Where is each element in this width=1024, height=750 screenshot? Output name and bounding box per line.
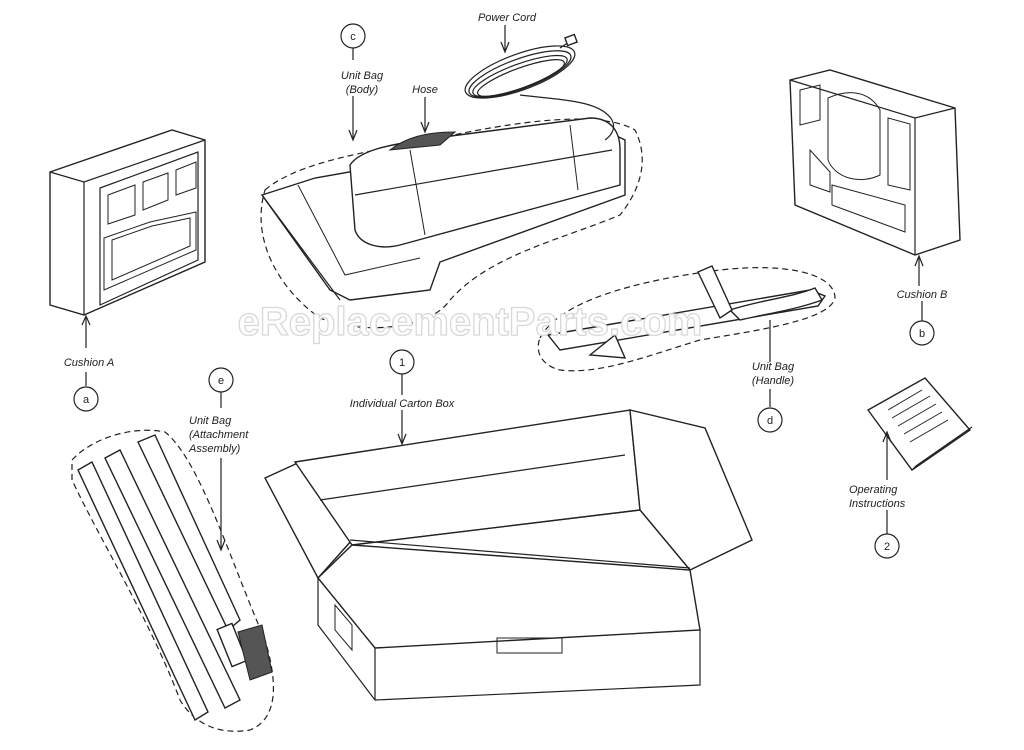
marker-a-circle — [73, 386, 99, 412]
marker-d: d — [767, 415, 773, 427]
marker-e: e — [218, 375, 224, 387]
marker-2: 2 — [884, 541, 890, 553]
label-unit-bag-attachment-line2: (Attachment — [189, 429, 249, 441]
label-unit-bag-handle-line2: (Handle) — [752, 375, 795, 387]
unit-bag-attachment-drawing — [71, 429, 275, 732]
marker-1: 1 — [399, 357, 405, 369]
marker-c: c — [350, 31, 356, 43]
unit-bag-body-drawing — [260, 117, 643, 329]
label-carton-box: Individual Carton Box — [350, 398, 455, 410]
label-unit-bag-attachment-line3: Assembly) — [188, 443, 241, 455]
watermark: eReplacementParts.com — [238, 300, 703, 344]
power-cord-drawing — [464, 33, 615, 141]
leader-lines — [81, 25, 924, 552]
label-hose: Hose — [412, 84, 438, 96]
label-cushion-b: Cushion B — [897, 289, 948, 301]
label-unit-bag-attachment-line1: Unit Bag — [189, 415, 232, 427]
cushion-b-drawing — [789, 69, 961, 256]
operating-instructions-drawing — [866, 377, 973, 471]
marker-1-circle — [389, 349, 415, 375]
marker-c-circle — [340, 23, 366, 49]
marker-a: a — [83, 394, 90, 406]
label-power-cord: Power Cord — [478, 12, 537, 24]
carton-box-drawing — [264, 409, 753, 701]
label-unit-bag-body-line1: Unit Bag — [341, 70, 384, 82]
marker-d-circle — [757, 407, 783, 433]
marker-b-circle — [909, 320, 935, 346]
cushion-a-drawing — [49, 129, 206, 316]
unit-bag-handle-drawing — [537, 265, 836, 372]
label-cushion-a: Cushion A — [64, 357, 114, 369]
label-operating-instructions-line1: Operating — [849, 484, 898, 496]
label-unit-bag-body-line2: (Body) — [346, 84, 379, 96]
label-operating-instructions-line2: Instructions — [849, 498, 906, 510]
marker-b: b — [919, 328, 925, 340]
marker-2-circle — [874, 533, 900, 559]
marker-e-circle — [208, 367, 234, 393]
label-unit-bag-handle-line1: Unit Bag — [752, 361, 795, 373]
